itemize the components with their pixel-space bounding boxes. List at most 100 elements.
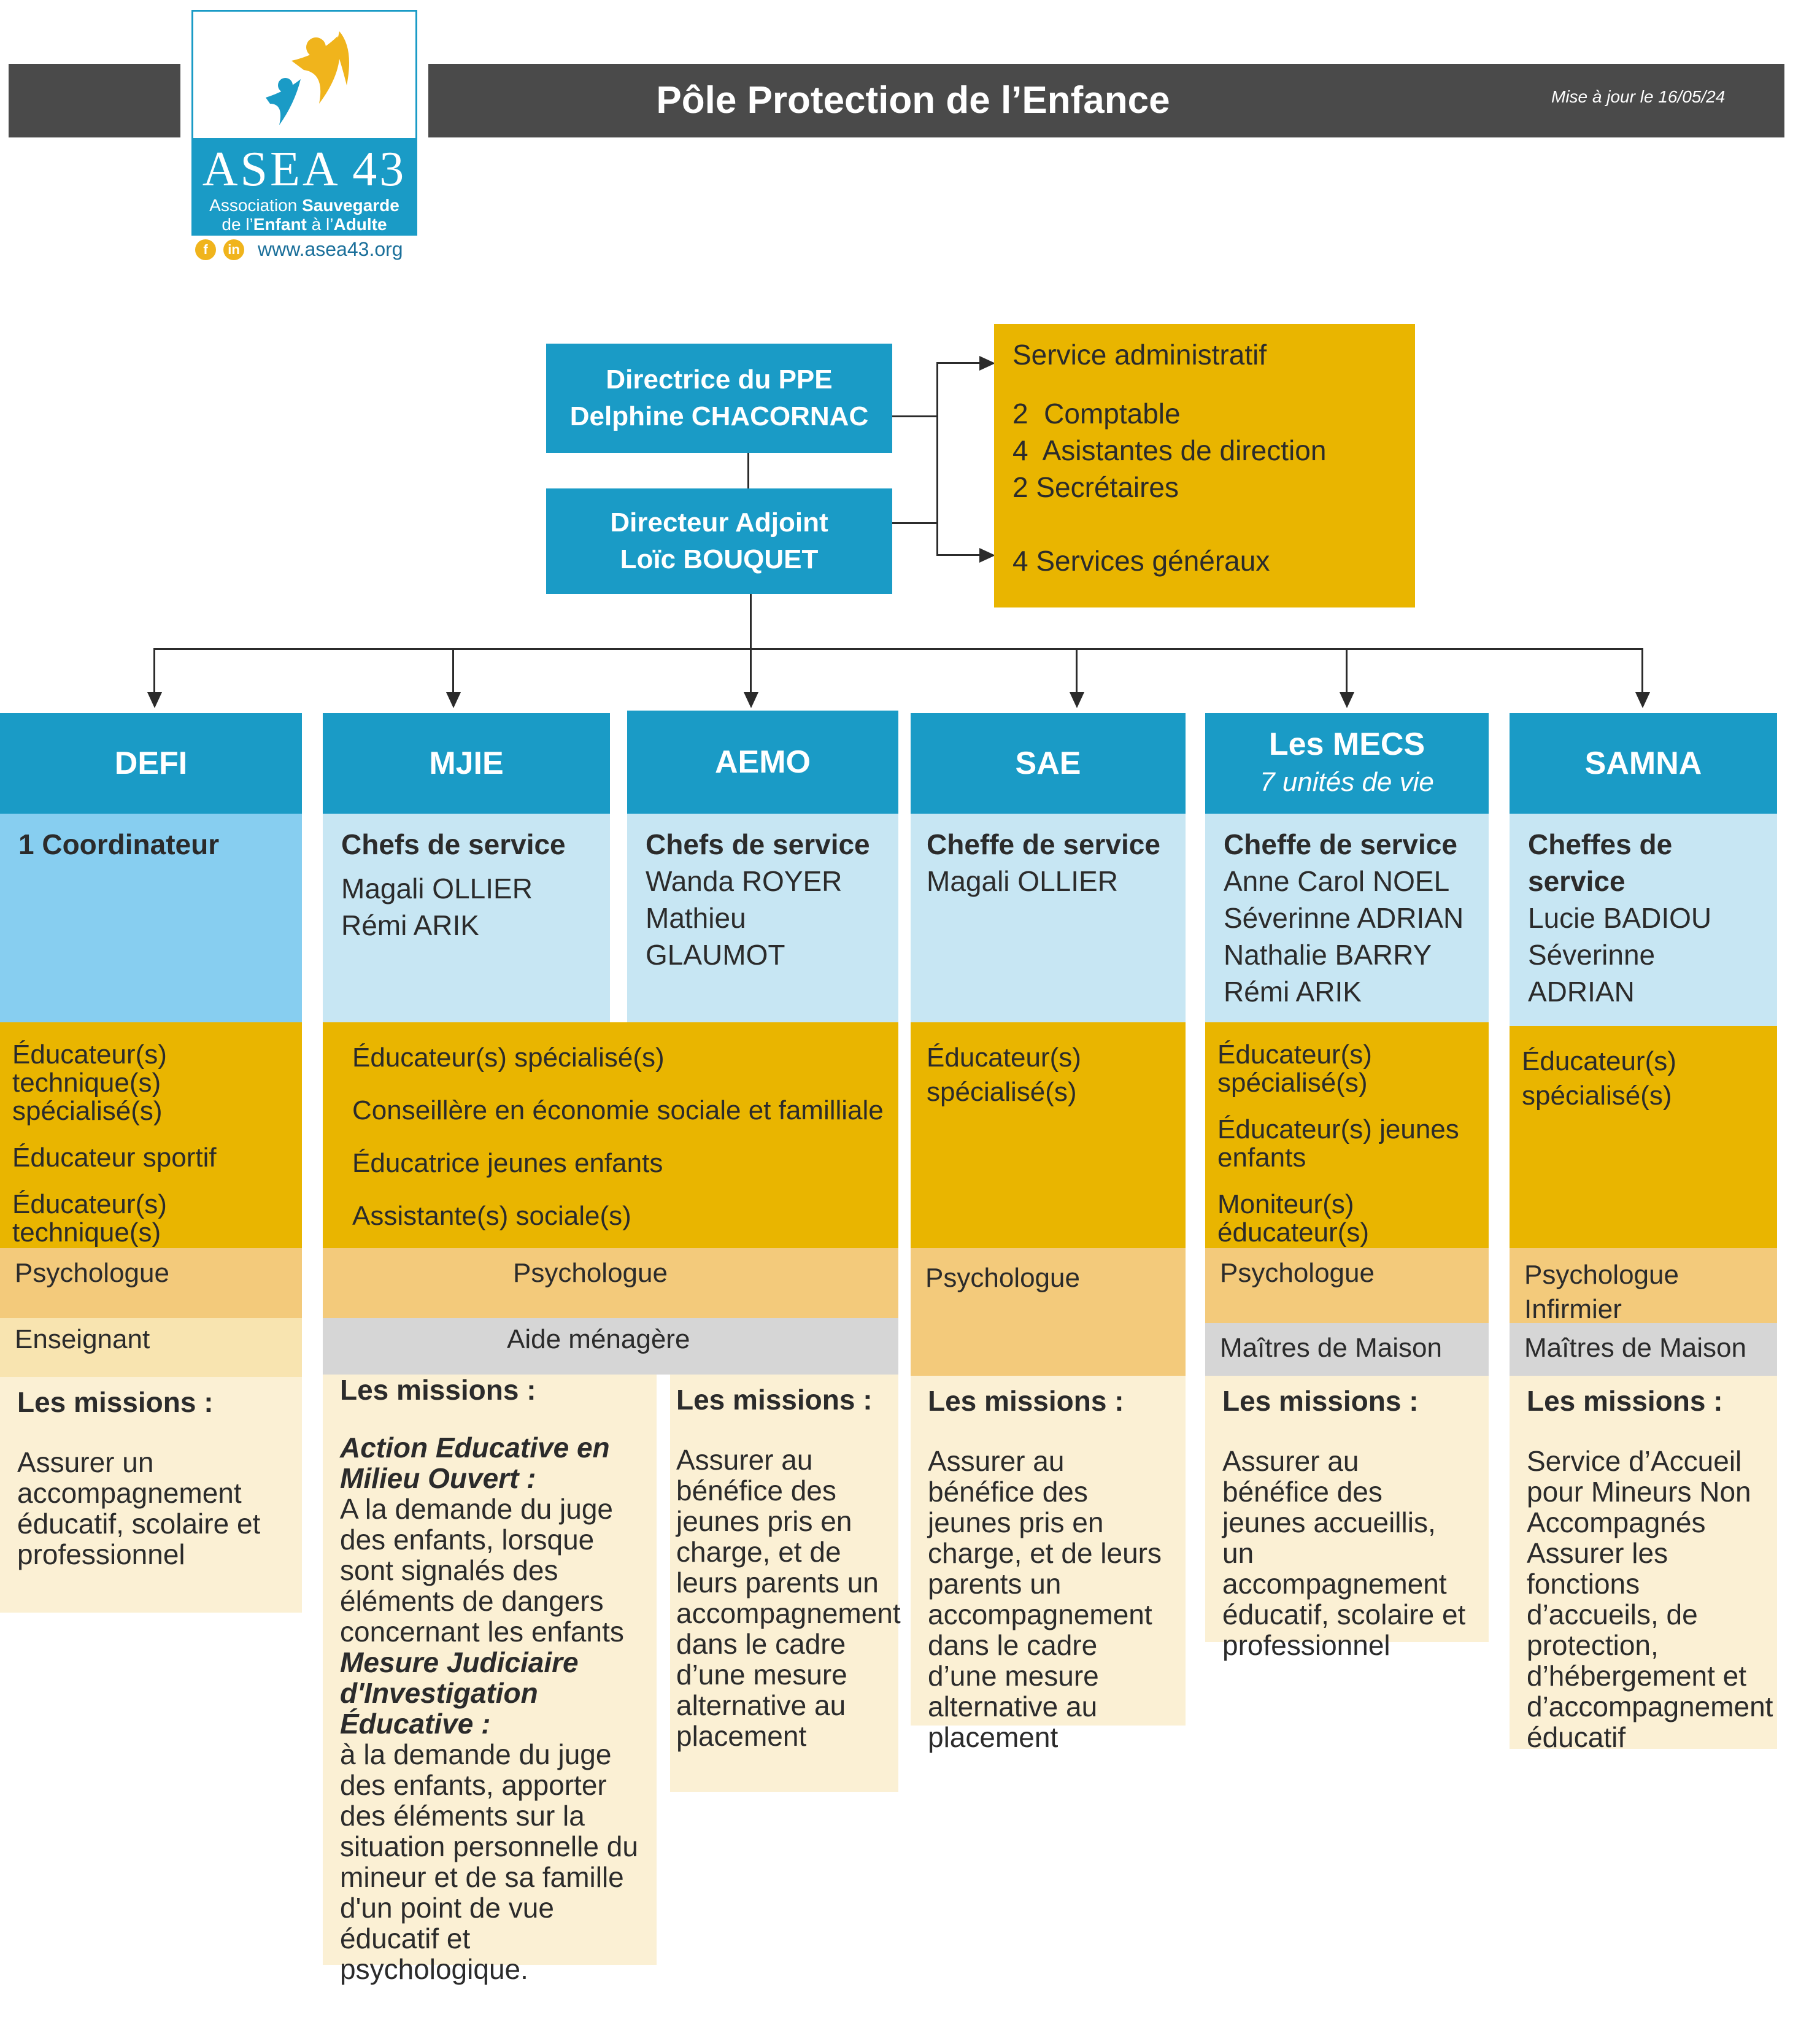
arrow-samna-icon [1635, 692, 1650, 708]
mission-aemo-title: Action Educative en Milieu Ouvert : [340, 1432, 610, 1494]
mjie-missions: Les missions : Action Educative en Milie… [323, 1375, 657, 1984]
connector-admin-vertical [936, 362, 938, 556]
chef-name: Nathalie BARRY [1224, 939, 1432, 971]
mecs-chefs: Cheffe de service Anne Carol NOEL Séveri… [1205, 814, 1489, 1022]
deputy-box: Directeur Adjoint Loïc BOUQUET [546, 488, 892, 594]
staff-item: Éducateur(s) technique(s) spécialisé(s) [12, 1039, 167, 1126]
chef-name: Magali OLLIER [341, 873, 533, 904]
missions-text: Assurer au bénéfice des jeunes pris en c… [928, 1445, 1162, 1753]
connector-admin-top [936, 362, 982, 364]
director-box: Directrice du PPE Delphine CHACORNAC [546, 344, 892, 453]
sae-chefs: Cheffe de service Magali OLLIER [911, 814, 1186, 1022]
staff-item: Éducateur(s) spécialisé(s) [1217, 1039, 1372, 1098]
sae-missions: Les missions : Assurer au bénéfice des j… [911, 1376, 1186, 1753]
header-bar: Pôle Protection de l’Enfance Mise à jour… [428, 64, 1784, 137]
samna-psychologist: Psychologue Infirmier [1510, 1248, 1777, 1324]
missions-title: Les missions : [676, 1384, 873, 1416]
header-bar-left [9, 64, 180, 137]
nurse-label: Infirmier [1524, 1294, 1622, 1324]
arrow-admin-top-icon [979, 356, 995, 371]
logo-name: ASEA 43 [202, 142, 407, 196]
logo-figures-icon [266, 31, 349, 125]
missions-title: Les missions : [1222, 1385, 1419, 1417]
missions-title: Les missions : [17, 1386, 214, 1418]
staff-item: Éducateur sportif [12, 1143, 217, 1173]
chef-name: Séverinne ADRIAN [1528, 939, 1656, 1008]
admin-item: 2 Secrétaires [1012, 471, 1179, 503]
director-name: Delphine CHACORNAC [569, 401, 869, 431]
connector-sae [1076, 648, 1078, 692]
missions-title: Les missions : [1527, 1385, 1723, 1417]
admin-general: 4 Services généraux [1012, 545, 1270, 577]
admin-title: Service administratif [1012, 339, 1267, 371]
samna-title: SAMNA [1510, 713, 1777, 814]
aemo-title: AEMO [627, 711, 898, 814]
page-title: Pôle Protection de l’Enfance [656, 79, 1170, 121]
staff-item: Moniteur(s) éducateur(s) [1217, 1189, 1370, 1248]
connector-dir-deputy [747, 453, 749, 488]
arrow-mjie-icon [446, 692, 461, 708]
staff-item: Éducateur(s) spécialisé(s) [352, 1043, 665, 1073]
chef-name: Rémi ARIK [341, 909, 479, 941]
mecs-title: Les MECS 7 unités de vie [1205, 713, 1489, 814]
connector-admin-bottom [936, 554, 982, 556]
mecs-staff: Éducateur(s) spécialisé(s) Éducateur(s) … [1205, 1022, 1489, 1248]
samna-staff: Éducateur(s) spécialisé(s) [1510, 1026, 1777, 1248]
defi-coordinator: 1 Coordinateur [18, 828, 220, 860]
chef-title: Chefs de service [341, 828, 566, 860]
samna-chefs: Cheffes de service Lucie BADIOU Séverinn… [1510, 814, 1777, 1026]
arrow-admin-bottom-icon [979, 548, 995, 563]
mjie-chefs: Chefs de service Magali OLLIER Rémi ARIK [323, 814, 610, 1022]
logo-line1: Association Sauvegarde [209, 196, 399, 215]
shared-psychologist: Psychologue [323, 1248, 898, 1318]
defi-missions: Les missions : Assurer un accompagnement… [0, 1377, 302, 1613]
mecs-psychologist: Psychologue [1205, 1248, 1489, 1323]
aemo-missions: Les missions : Assurer au bénéfice des j… [670, 1375, 901, 1792]
missions-text: Service d’Accueil pour Mineurs Non Accom… [1527, 1445, 1773, 1753]
facebook-icon[interactable]: f [195, 239, 216, 260]
defi-chefs: 1 Coordinateur [0, 814, 302, 1022]
arrow-defi-icon [147, 692, 162, 708]
chef-title: Cheffes de service [1528, 828, 1673, 897]
chef-name: Mathieu GLAUMOT [646, 902, 785, 971]
mecs-house-masters: Maîtres de Maison [1205, 1323, 1489, 1376]
psy-label: Psychologue [1524, 1260, 1679, 1290]
mission-aemo-text: A la demande du juge des enfants, lorsqu… [340, 1493, 624, 1648]
missions-text: Assurer un accompagnement éducatif, scol… [17, 1446, 261, 1570]
sae-title: SAE [911, 713, 1186, 814]
defi-teacher: Enseignant [0, 1318, 302, 1377]
update-date: Mise à jour le 16/05/24 [1551, 87, 1726, 106]
staff-item: Éducateur(s) technique(s) [12, 1189, 167, 1248]
connector-trunk [750, 594, 752, 692]
chef-title: Chefs de service [646, 828, 870, 860]
website-link[interactable]: www.asea43.org [258, 238, 403, 260]
mjie-title: MJIE [323, 713, 610, 814]
logo: ASEA 43 Association Sauvegarde de l’Enfa… [191, 10, 417, 236]
shared-staff: Éducateur(s) spécialisé(s) Conseillère e… [323, 1022, 898, 1248]
logo-banner: ASEA 43 Association Sauvegarde de l’Enfa… [193, 138, 415, 234]
staff-item: Conseillère en économie sociale et famil… [352, 1095, 884, 1125]
director-role: Directrice du PPE [606, 364, 833, 395]
connector-mecs [1346, 648, 1348, 692]
arrow-mecs-icon [1340, 692, 1354, 708]
connector-mjie [452, 648, 454, 692]
sae-psychologist: Psychologue [911, 1248, 1186, 1376]
chef-name: Wanda ROYER [646, 865, 843, 897]
missions-title: Les missions : [928, 1385, 1124, 1417]
staff-item: Assistante(s) sociale(s) [352, 1201, 631, 1231]
connector-dir-admin [892, 415, 938, 417]
connector-defi [153, 648, 155, 692]
missions-text: Assurer au bénéfice des jeunes accueilli… [1222, 1445, 1466, 1661]
admin-item: 4 Asistantes de direction [1012, 434, 1327, 466]
logo-line2: de l’Enfant à l’Adulte [222, 215, 387, 234]
aemo-chefs: Chefs de service Wanda ROYER Mathieu GLA… [627, 814, 898, 1022]
deputy-role: Directeur Adjoint [610, 507, 828, 538]
mecs-subtitle: 7 unités de vie [1260, 767, 1434, 797]
linkedin-icon[interactable]: in [223, 239, 244, 260]
arrow-aemo-icon [744, 692, 758, 708]
connector-horizontal [153, 648, 1643, 650]
samna-house-masters: Maîtres de Maison [1510, 1323, 1777, 1376]
chef-title: Cheffe de service [927, 828, 1160, 860]
mission-mjie-title: Mesure Judiciaire d'Investigation Éducat… [340, 1646, 579, 1740]
deputy-name: Loïc BOUQUET [620, 544, 819, 574]
